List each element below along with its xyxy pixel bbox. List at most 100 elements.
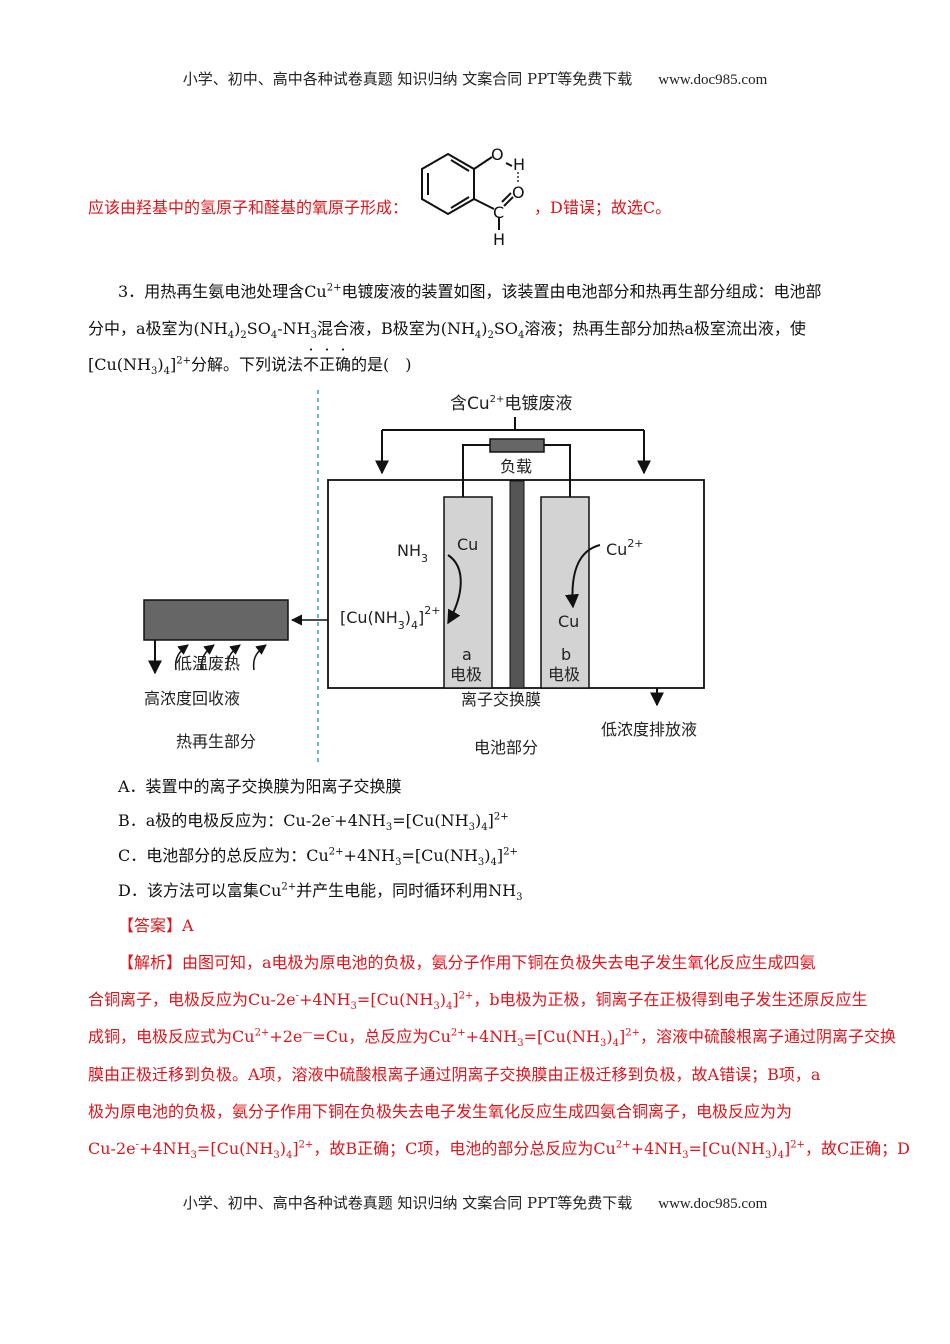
analysis-text: 由图可知，a电极为原电池的负极，氨分子作用下铜在负极失去电子发生氧化反应生成四氨 [182, 953, 816, 972]
option-b: B．a极的电极反应为：Cu-2e-+4NH3=[Cu(NH3)4]2+ [118, 810, 509, 834]
salicylaldehyde-structure: O H O C H [421, 145, 525, 249]
q-text: ] [169, 355, 177, 374]
mol-c: C [493, 203, 504, 222]
q-text: 用热再生氨电池处理含Cu [144, 282, 327, 301]
q-text: 分中，a极室为(NH [88, 319, 228, 338]
thermal-part-label: 热再生部分 [176, 732, 256, 751]
q-text: SO [246, 319, 271, 338]
load-label: 负载 [500, 457, 532, 476]
opt-text: C．电池部分的总反应为：Cu [118, 846, 329, 865]
header-site: www.doc985.com [658, 72, 768, 88]
footer-text: 小学、初中、高中各种试卷真题 知识归纳 文案合同 PPT等免费下载 [182, 1194, 633, 1212]
analysis-line-2: 合铜离子，电极反应为Cu-2e-+4NH3=[Cu(NH3)4]2+，b电极为正… [88, 990, 868, 1013]
opt-sub: 3 [468, 822, 475, 834]
q-sup: 2+ [326, 282, 342, 294]
q-text: 溶液；热再生部分加热a极室流出液，使 [524, 319, 806, 338]
question-line-3: [Cu(NH3)4]2+分解。下列说法不正确的是( ) [88, 354, 412, 378]
page-header: 小学、初中、高中各种试卷真题 知识归纳 文案合同 PPT等免费下载 www.doc… [0, 68, 950, 89]
intro-after: ，D错误；故选C。 [534, 198, 672, 217]
option-a: A．装置中的离子交换膜为阳离子交换膜 [118, 776, 402, 798]
cu2-label: Cu2+ [606, 537, 644, 559]
footer-site: www.doc985.com [658, 1196, 768, 1212]
analysis-line-1: 【解析】由图可知，a电极为原电池的负极，氨分子作用下铜在负极失去电子发生氧化反应… [118, 952, 816, 974]
q-text: 混合液，B极室为(NH [316, 319, 475, 338]
question-number: 3． [118, 282, 145, 301]
opt-text: ] [487, 811, 494, 830]
opt-sup: - [330, 811, 335, 823]
opt-text: ) [484, 846, 491, 865]
opt-sub: 3 [516, 892, 523, 904]
analysis-line-3: 成铜，电极反应式为Cu2++2e—=Cu，总反应为Cu2++4NH3=[Cu(N… [88, 1027, 896, 1050]
cu-left-label: Cu [457, 535, 478, 554]
analysis-line-6: Cu-2e-+4NH3=[Cu(NH3)4]2+，故B正确；C项，电池的部分总反… [88, 1139, 911, 1162]
answer-value: A [182, 916, 194, 935]
answer-line: 【答案】A [118, 915, 194, 937]
analysis-line-4: 膜由正极迁移到负极。A项，溶液中硫酸根离子通过阴离子交换膜由正极迁移到负极，故A… [88, 1064, 820, 1086]
emphasis-char: 确 [335, 355, 351, 374]
opt-text: ) [474, 811, 482, 830]
intro-before: 应该由羟基中的氢原子和醛基的氧原子形成： [88, 198, 409, 217]
q-sub: 4 [474, 330, 482, 342]
opt-sup: 2+ [503, 846, 518, 858]
mol-h-top: H [513, 155, 525, 174]
q-text: 的是( ) [351, 355, 412, 374]
opt-text: =[Cu(NH [401, 846, 478, 865]
option-a-text: A．装置中的离子交换膜为阳离子交换膜 [118, 777, 402, 796]
q-sub: 2 [240, 330, 247, 342]
q-text: SO [493, 319, 518, 338]
q-text: ) [481, 319, 488, 338]
analysis-text: 极为原电池的负极，氨分子作用下铜在负极失去电子发生氧化反应生成四氨合铜离子，电极… [88, 1102, 793, 1121]
nh3-label: NH3 [397, 541, 428, 565]
opt-text: ] [496, 846, 504, 865]
question-line-1: 3．用热再生氨电池处理含Cu2+电镀废液的装置如图，该装置由电池部分和热再生部分… [118, 281, 822, 303]
q-sub: 3 [150, 366, 158, 378]
opt-text: 并产生电能，同时循环利用NH [296, 881, 517, 900]
emphasis-char: 不 [303, 355, 319, 374]
opt-sub: 3 [477, 857, 485, 869]
answer-label: 【答案】 [118, 916, 183, 935]
high-conc-label: 高浓度回收液 [144, 689, 240, 708]
question-line-2: 分中，a极室为(NH4)2SO4-NH3混合液，B极室为(NH4)2SO4溶液；… [88, 318, 806, 342]
q-sub: 4 [163, 366, 170, 378]
analysis-text: 膜由正极迁移到负极。A项，溶液中硫酸根离子通过阴离子交换膜由正极迁移到负极，故A… [88, 1065, 821, 1084]
opt-text: D．该方法可以富集Cu [118, 881, 282, 900]
complex-label: [Cu(NH3)4]2+ [340, 604, 441, 632]
q-text: [Cu(NH [88, 355, 151, 374]
q-text: 分解。下列说法 [190, 355, 303, 374]
mol-h-bottom: H [493, 230, 505, 249]
q-text: ) [157, 355, 164, 374]
a-letter: a [462, 645, 472, 664]
diagram-top-label: 含Cu2+电镀废液 [450, 394, 572, 414]
q-text: 电镀废液的装置如图，该装置由电池部分和热再生部分组成：电池部 [341, 282, 822, 301]
option-d: D．该方法可以富集Cu2+并产生电能，同时循环利用NH3 [118, 880, 523, 904]
intro-line: 应该由羟基中的氢原子和醛基的氧原子形成： ，D错误；故选C。 [88, 197, 671, 219]
battery-diagram: 含Cu2+电镀废液 负载 Cu a 电极 Cu b 电极 NH3 [Cu(NH3… [143, 390, 705, 763]
q-sub: 4 [227, 330, 235, 342]
opt-text: B．a极的电极反应为：Cu-2e [118, 811, 331, 830]
b-electrode-label: 电极 [548, 665, 580, 684]
opt-text: +4NH [334, 811, 386, 830]
opt-sub: 4 [481, 822, 488, 834]
opt-sup: 2+ [493, 811, 509, 823]
q-sub: 4 [270, 330, 278, 342]
opt-sup: 2+ [328, 846, 344, 858]
cu-right-label: Cu [558, 612, 579, 631]
opt-sub: 3 [395, 857, 402, 869]
q-sub: 2 [487, 330, 494, 342]
q-text: ) [234, 319, 241, 338]
q-sub: 3 [310, 330, 317, 342]
q-sub: 4 [517, 330, 525, 342]
mol-o-right: O [512, 183, 525, 202]
header-text: 小学、初中、高中各种试卷真题 知识归纳 文案合同 PPT等免费下载 [182, 70, 633, 88]
opt-text: +4NH [343, 846, 396, 865]
analysis-label: 【解析】 [118, 953, 183, 972]
q-sup: 2+ [176, 355, 191, 367]
mol-o-top: O [491, 145, 504, 164]
battery-part-label: 电池部分 [474, 738, 538, 757]
b-letter: b [561, 645, 571, 664]
opt-sup: 2+ [281, 881, 297, 893]
membrane-label: 离子交换膜 [461, 690, 541, 709]
low-conc-label: 低浓度排放液 [601, 720, 697, 739]
option-c: C．电池部分的总反应为：Cu2++4NH3=[Cu(NH3)4]2+ [118, 845, 518, 869]
a-electrode-label: 电极 [450, 665, 482, 684]
